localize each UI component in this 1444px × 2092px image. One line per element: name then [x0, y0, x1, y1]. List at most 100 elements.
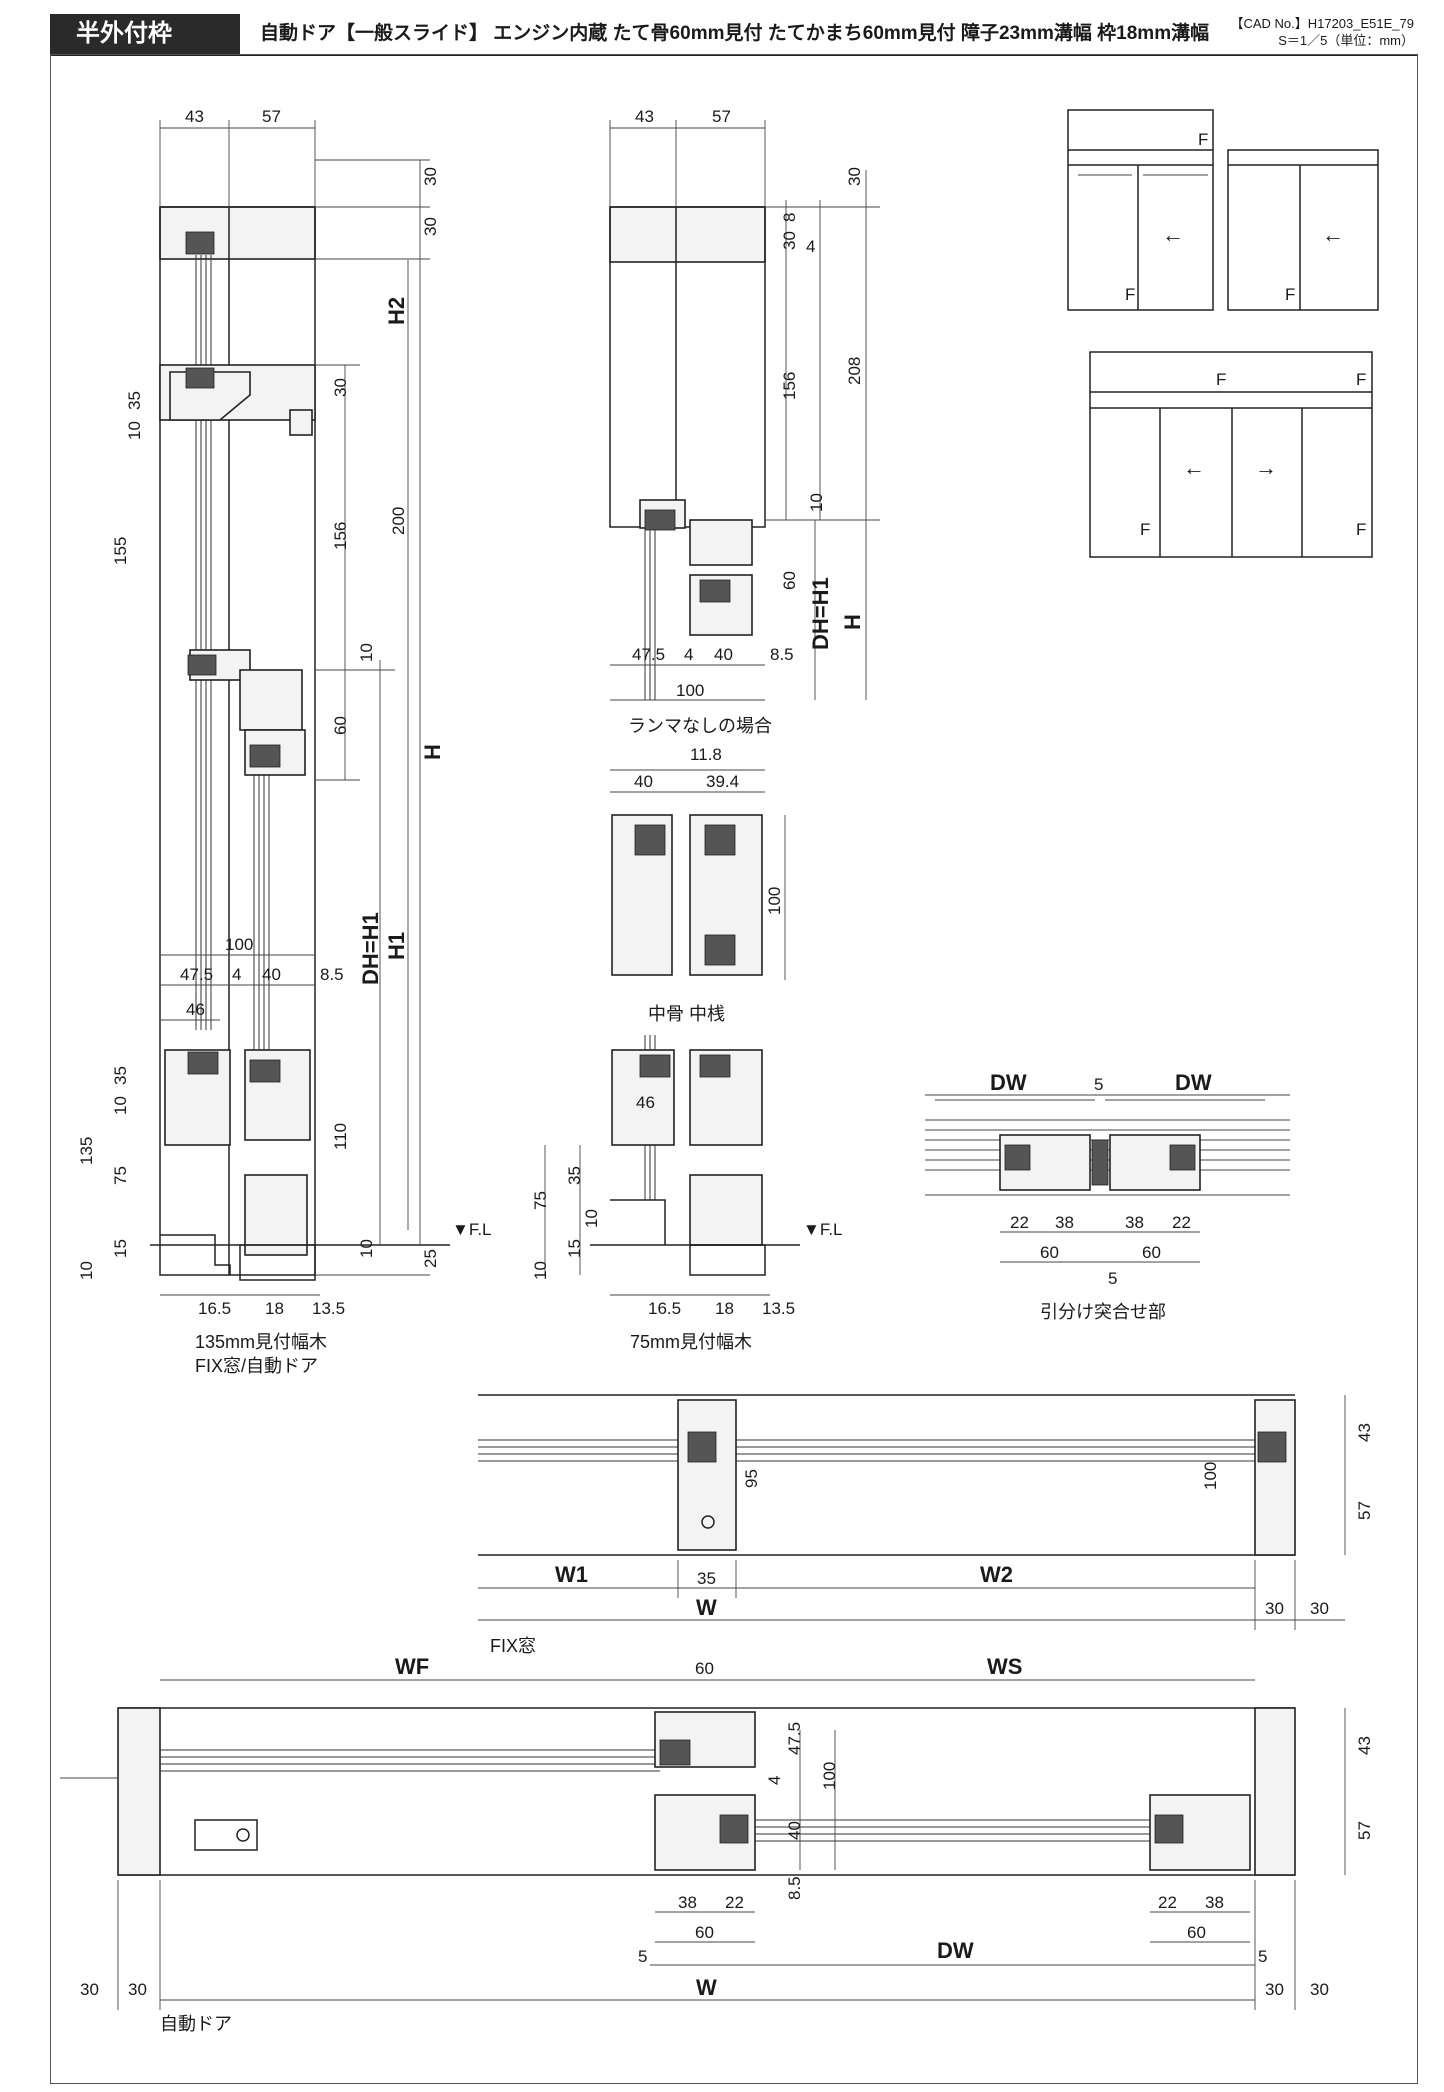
- mid-dim-18: 18: [715, 1299, 734, 1318]
- left-dim-75: 75: [111, 1166, 130, 1185]
- door-dim-100: 100: [820, 1762, 839, 1790]
- left-symbol-h2: H2: [384, 297, 409, 325]
- drawing-scale: S＝1／5（単位：mm）: [1278, 33, 1414, 48]
- drawing-title: 自動ドア【一般スライド】 エンジン内蔵 たて骨60mm見付 たてかまち60mm見…: [260, 23, 1210, 44]
- left-symbol-h: H: [420, 744, 445, 760]
- mid-dim-15: 15: [565, 1239, 584, 1258]
- sheet-border: [50, 54, 1418, 2084]
- fix-dim-30b: 30: [1310, 1599, 1329, 1618]
- door-dim-30c: 30: [1265, 1980, 1284, 1999]
- mid-dim-16-5: 16.5: [648, 1299, 681, 1318]
- left-dim-4: 4: [232, 965, 241, 984]
- elev3-fix-label-top-right: F: [1356, 370, 1366, 389]
- left-vertical-section: ▼F.L 43 57 30 30 35 10 155 30: [77, 107, 492, 1376]
- door-dim-5a: 5: [638, 1947, 647, 1966]
- middle-vertical-section: 43 57 30 30 8 4 156 208 10 60 DH=H1 H 47…: [531, 107, 880, 1352]
- left-dim-60: 60: [331, 716, 350, 735]
- mid-dim-40: 40: [714, 645, 733, 664]
- meet-gap-5: 5: [1094, 1075, 1103, 1094]
- door-elevations: F F ← F ← F F F F ← →: [1067, 109, 1379, 558]
- left-top-dim-43: 43: [185, 107, 204, 126]
- left-dim-40: 40: [262, 965, 281, 984]
- mid-dim-4: 4: [806, 237, 815, 256]
- door-symbol-dw: DW: [937, 1938, 974, 1963]
- door-dim-30d: 30: [1310, 1980, 1329, 1999]
- meet-dim-38a: 38: [1055, 1213, 1074, 1232]
- elev2-fix-label: F: [1285, 285, 1295, 304]
- meet-dim-22a: 22: [1010, 1213, 1029, 1232]
- left-symbol-dh: DH=H1: [358, 912, 383, 985]
- left-dim-200: 200: [389, 507, 408, 535]
- left-caption-baseboard: 135mm見付幅木: [195, 1332, 327, 1352]
- cad-number: 【CAD No.】H17203_E51E_79: [1230, 16, 1414, 31]
- mid-dim-10: 10: [807, 493, 826, 512]
- door-symbol-ws: WS: [987, 1654, 1022, 1679]
- mid-dim-75: 75: [531, 1191, 550, 1210]
- left-dim-156: 156: [331, 522, 350, 550]
- door-dim-60a: 60: [695, 1923, 714, 1942]
- mid-dim-40b: 40: [634, 772, 653, 791]
- frame-type-tag: 半外付枠: [50, 14, 240, 54]
- mid-caption-baseboard: 75mm見付幅木: [630, 1332, 752, 1352]
- left-dim-110: 110: [331, 1123, 350, 1150]
- elev3-fix-label-left: F: [1140, 520, 1150, 539]
- door-dim-40: 40: [785, 1821, 804, 1840]
- door-dim-38b: 38: [1205, 1893, 1224, 1912]
- elev3-arrow-right: →: [1255, 455, 1277, 480]
- left-dim-35: 35: [125, 391, 144, 410]
- mid-dim-8: 8: [780, 213, 799, 222]
- elev2-arrow-left: ←: [1322, 222, 1344, 247]
- left-dim-30c: 30: [331, 378, 350, 397]
- left-caption-type: FIX窓/自動ドア: [195, 1356, 318, 1376]
- fix-dim-100: 100: [1201, 1462, 1220, 1490]
- door-dim-30b: 30: [128, 1980, 147, 1999]
- door-dim-8-5: 8.5: [785, 1876, 804, 1900]
- mid-dim-156: 156: [780, 372, 799, 400]
- mid-caption-mullion: 中骨 中桟: [648, 1004, 725, 1024]
- door-dim-22a: 22: [725, 1893, 744, 1912]
- meet-dim-60b: 60: [1142, 1243, 1161, 1262]
- elev3-fix-label-right: F: [1356, 520, 1366, 539]
- fix-symbol-w2: W2: [980, 1562, 1013, 1587]
- left-dim-8-5: 8.5: [320, 965, 344, 984]
- fix-window-plan: 95 100 43 57 W1 35 W2 W 30 30 FIX窓: [478, 1394, 1374, 1656]
- door-dim-60b: 60: [1187, 1923, 1206, 1942]
- left-dim-15: 15: [111, 1239, 130, 1258]
- mid-dim-47-5: 47.5: [632, 645, 665, 664]
- mid-fl-label: ▼F.L: [803, 1220, 843, 1239]
- mid-dim-39-4: 39.4: [706, 772, 739, 791]
- door-dim-5b: 5: [1258, 1947, 1267, 1966]
- left-dim-155: 155: [111, 537, 130, 565]
- left-dim-10c: 10: [111, 1096, 130, 1115]
- door-dim-4: 4: [765, 1776, 784, 1785]
- meet-dim-60a: 60: [1040, 1243, 1059, 1262]
- mid-top-dim-43: 43: [635, 107, 654, 126]
- meet-dw-left: DW: [990, 1070, 1027, 1095]
- door-dim-22b: 22: [1158, 1893, 1177, 1912]
- left-dim-18: 18: [265, 1299, 284, 1318]
- left-dim-100: 100: [225, 935, 253, 954]
- door-dim-30a: 30: [80, 1980, 99, 1999]
- mid-dim-100: 100: [676, 681, 704, 700]
- left-dim-10: 10: [125, 421, 144, 440]
- left-dim-13-5: 13.5: [312, 1299, 345, 1318]
- left-dim-25: 25: [421, 1249, 440, 1268]
- mid-dim-4b: 4: [684, 645, 693, 664]
- left-fl-label: ▼F.L: [452, 1220, 492, 1239]
- cad-info: 【CAD No.】H17203_E51E_79 S＝1／5（単位：mm）: [1230, 15, 1414, 49]
- fix-caption: FIX窓: [490, 1636, 536, 1656]
- mid-dim-10b: 10: [582, 1209, 601, 1228]
- mid-top-dim-57: 57: [712, 107, 731, 126]
- left-dim-47-5: 47.5: [180, 965, 213, 984]
- left-dim-10b: 10: [357, 643, 376, 662]
- title-bar: 半外付枠 自動ドア【一般スライド】 エンジン内蔵 たて骨60mm見付 たてかまち…: [50, 14, 1418, 56]
- left-dim-10e: 10: [357, 1239, 376, 1258]
- fix-symbol-w1: W1: [555, 1562, 588, 1587]
- fix-dim-30a: 30: [1265, 1599, 1284, 1618]
- left-top-dim-57: 57: [262, 107, 281, 126]
- door-dim-60: 60: [695, 1659, 714, 1678]
- mid-dim-208: 208: [845, 357, 864, 385]
- mid-dim-13-5: 13.5: [762, 1299, 795, 1318]
- fix-dim-35: 35: [697, 1569, 716, 1588]
